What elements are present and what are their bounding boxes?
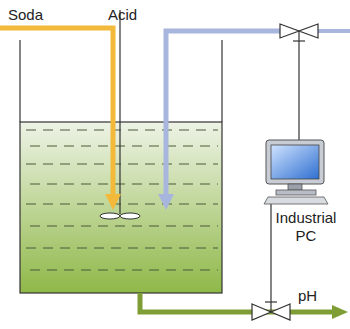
computer-label: Industrial PC: [267, 209, 345, 245]
node-text: Industrial PC: [267, 209, 345, 245]
signal-label: pH: [298, 287, 317, 304]
flow-label: Acid: [108, 6, 137, 23]
flow-label: Soda: [8, 6, 43, 23]
